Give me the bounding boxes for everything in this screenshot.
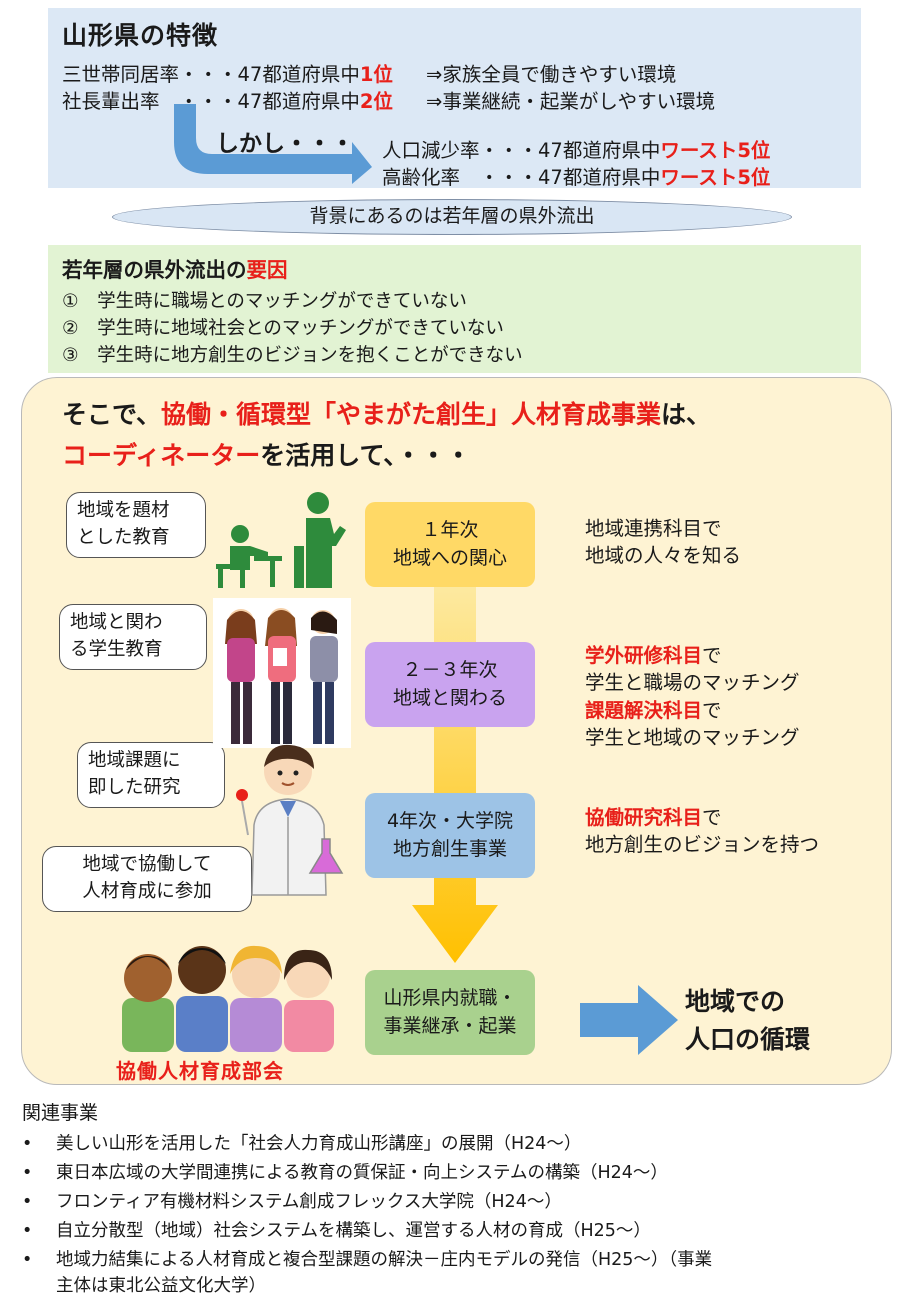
group-label: 協働人材育成部会 bbox=[116, 1059, 284, 1083]
features-title: 山形県の特徴 bbox=[62, 21, 219, 50]
bubble-education: 地域を題材 とした教育 bbox=[66, 492, 206, 558]
factor-item: ① 学生時に職場とのマッチングができていない bbox=[62, 291, 467, 312]
stage-year4: 4年次・大学院 地方創生事業 bbox=[365, 793, 535, 878]
factors-title: 若年層の県外流出の要因 bbox=[62, 258, 288, 282]
factor-item: ③ 学生時に地方創生のビジョンを抱くことができない bbox=[62, 345, 523, 366]
bubble-research: 地域課題に 即した研究 bbox=[77, 742, 225, 808]
students-illustration-icon bbox=[213, 598, 351, 748]
feature-line-3: 人口減少率・・・47都道府県中ワースト5位 bbox=[382, 139, 771, 162]
desc-year4: 協働研究科目で 地方創生のビジョンを持つ bbox=[585, 806, 820, 857]
related-item-continued: 主体は東北公益文化大学） bbox=[56, 1276, 266, 1296]
group-people-illustration-icon bbox=[122, 945, 334, 1052]
bubble-student-education: 地域と関わ る学生教育 bbox=[59, 604, 207, 670]
flow-down-arrow-icon bbox=[412, 580, 498, 963]
bubble-collaboration: 地域で協働して 人材育成に参加 bbox=[42, 846, 252, 912]
related-item: •美しい山形を活用した「社会人力育成山形講座」の展開（H24～） bbox=[22, 1134, 582, 1154]
feature-line-2-result: ⇒事業継続・起業がしやすい環境 bbox=[426, 90, 716, 113]
classroom-illustration-icon bbox=[216, 492, 346, 588]
stage-year1: １年次 地域への関心 bbox=[365, 502, 535, 587]
feature-line-1: 三世帯同居率・・・47都道府県中1位 bbox=[62, 63, 393, 86]
related-item: •東日本広域の大学間連携による教育の質保証・向上システムの構築（H24～） bbox=[22, 1163, 668, 1183]
desc-year2-3: 学外研修科目で 学生と職場のマッチング 課題解決科目で 学生と地域のマッチング bbox=[585, 644, 800, 749]
feature-line-2: 社長輩出率 ・・・47都道府県中2位 bbox=[62, 90, 393, 113]
related-item: •自立分散型（地域）社会システムを構築し、運営する人材の育成（H25～） bbox=[22, 1221, 651, 1241]
factors-box: 若年層の県外流出の要因 ① 学生時に職場とのマッチングができていない ② 学生時… bbox=[48, 245, 861, 373]
related-title: 関連事業 bbox=[22, 1102, 99, 1124]
feature-line-4: 高齢化率 ・・・47都道府県中ワースト5位 bbox=[382, 166, 771, 189]
result-text: 地域での 人口の循環 bbox=[685, 987, 811, 1054]
desc-year1: 地域連携科目で 地域の人々を知る bbox=[585, 517, 742, 568]
related-item: •フロンティア有機材料システム創成フレックス大学院（H24～） bbox=[22, 1192, 562, 1212]
headline-line-1: そこで、協働・循環型「やまがた創生」人材育成事業は、 bbox=[62, 400, 712, 429]
factor-item: ② 学生時に地域社会とのマッチングができていない bbox=[62, 318, 504, 339]
however-arrow-icon bbox=[174, 104, 372, 184]
stage-employment: 山形県内就職・ 事業継承・起業 bbox=[365, 970, 535, 1055]
related-item: •地域力結集による人材育成と複合型課題の解決－庄内モデルの発信（H25～）（事業 bbox=[22, 1250, 713, 1270]
researcher-illustration-icon bbox=[236, 744, 344, 896]
result-arrow-icon bbox=[580, 985, 678, 1055]
however-text: しかし・・・ bbox=[216, 131, 354, 157]
background-oval: 背景にあるのは若年層の県外流出 bbox=[112, 199, 792, 235]
feature-line-1-result: ⇒家族全員で働きやすい環境 bbox=[426, 63, 677, 86]
features-box: 山形県の特徴 三世帯同居率・・・47都道府県中1位 ⇒家族全員で働きやすい環境 … bbox=[48, 8, 861, 189]
stage-year2-3: ２－３年次 地域と関わる bbox=[365, 642, 535, 727]
headline-line-2: コーディネーターを活用して、・・・ bbox=[62, 441, 471, 470]
